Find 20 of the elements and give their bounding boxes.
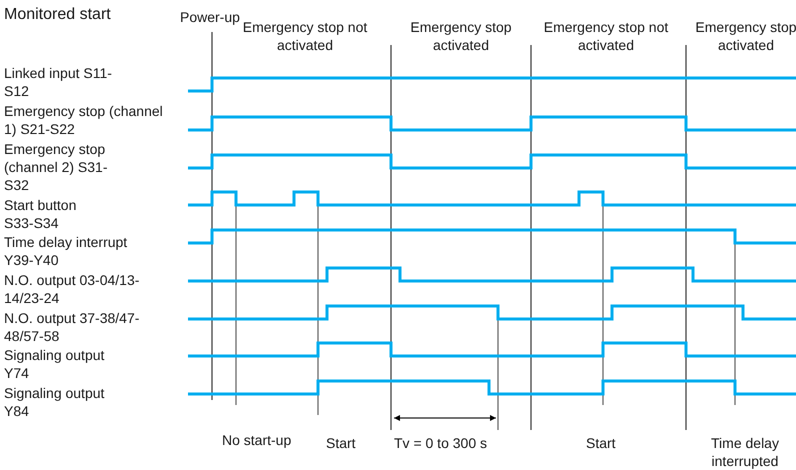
event-label: Start	[586, 434, 616, 452]
signal-label: Time delay interrupt Y39-Y40	[4, 233, 128, 269]
signal-label: Signaling output Y74	[4, 346, 106, 382]
phase-label: Emergency stop not activated	[242, 18, 368, 54]
phase-label: Emergency stop not activated	[542, 18, 670, 54]
signal-label: Emergency stop (channel 1) S21-S22	[4, 102, 164, 138]
diagram-title: Monitored start	[4, 6, 111, 24]
signal-label: Linked input S11-S12	[4, 64, 113, 100]
dimension-label: Tv = 0 to 300 s	[394, 434, 487, 452]
time-label: Power-up	[180, 8, 240, 26]
event-label: Start	[326, 434, 356, 452]
event-label: No start-up	[222, 431, 292, 449]
event-label: Time delay interrupted	[710, 434, 780, 470]
signal-label: Signaling output Y84	[4, 384, 106, 420]
signal-label: Start button S33-S34	[4, 196, 78, 232]
phase-label: Emergency stop activated	[409, 18, 513, 54]
phase-label: Emergency stop activated	[694, 18, 796, 54]
signal-label: Emergency stop (channel 2) S31-S32	[4, 140, 109, 194]
signal-label: N.O. output 03-04/13-14/23-24	[4, 271, 140, 307]
signal-label: N.O. output 37-38/47-48/57-58	[4, 309, 140, 345]
